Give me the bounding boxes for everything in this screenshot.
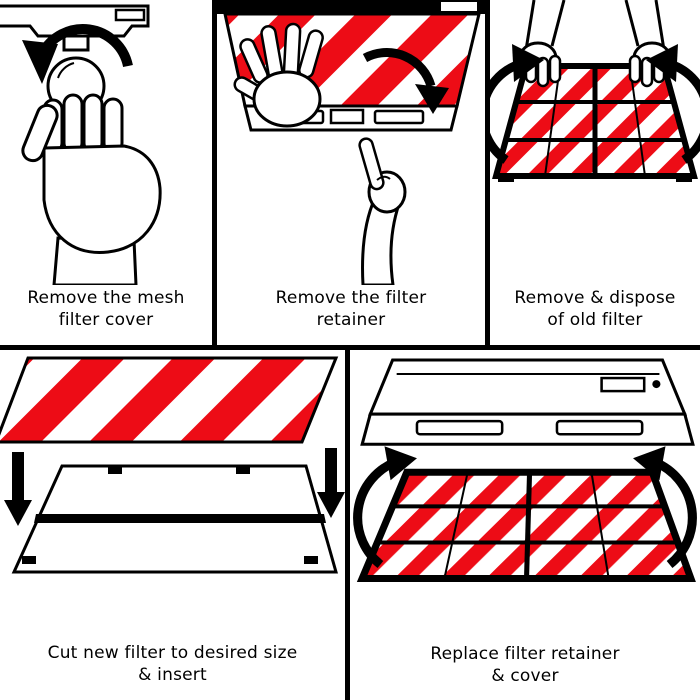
step-1-panel: Remove the mesh filter cover xyxy=(0,0,212,345)
step-1-caption: Remove the mesh filter cover xyxy=(27,288,185,331)
step-4-panel: Cut new filter to desired size & insert xyxy=(0,350,345,700)
empty-filter-frame xyxy=(11,464,338,574)
lift-arrow-left-icon xyxy=(490,44,544,164)
hood-underside-band xyxy=(360,412,695,446)
replace-arrow-left-icon xyxy=(353,446,417,569)
insert-arrow-right-icon xyxy=(317,448,345,518)
rotate-arrow-icon xyxy=(22,24,133,84)
left-arm-and-hand xyxy=(518,0,566,88)
step-5-caption: Replace filter retainer & cover xyxy=(430,643,620,686)
right-arm-and-hand xyxy=(624,0,672,88)
step-5-illustration xyxy=(350,350,700,641)
step-4-caption: Cut new filter to desired size & insert xyxy=(47,643,298,686)
step-1-illustration xyxy=(0,0,212,285)
old-filter-grid xyxy=(492,63,698,182)
replace-arrow-right-icon xyxy=(633,446,697,569)
open-hand xyxy=(233,22,324,128)
control-button-dot xyxy=(652,380,661,389)
replacement-filter-grid xyxy=(356,468,696,583)
hand-gripping-knob xyxy=(21,93,162,285)
lift-arrow-right-icon xyxy=(646,44,700,164)
step-4-illustration xyxy=(0,350,345,640)
step-3-illustration xyxy=(490,0,700,285)
step-2-panel: Remove the filter retainer xyxy=(217,0,485,345)
hood-underside xyxy=(217,0,485,14)
new-filter-sheet xyxy=(0,356,339,444)
insert-arrow-left-icon xyxy=(4,452,32,526)
step-5-panel: Replace filter retainer & cover xyxy=(350,350,700,700)
hood-bottom-edge xyxy=(0,4,150,38)
step-3-panel: Remove & dispose of old filter xyxy=(490,0,700,345)
pointing-hand xyxy=(358,137,407,285)
range-hood-body xyxy=(368,358,688,416)
step-3-caption: Remove & dispose of old filter xyxy=(514,288,676,331)
swing-down-arrow-icon xyxy=(362,48,449,114)
top-row: Remove the mesh filter cover xyxy=(0,0,700,345)
step-2-illustration xyxy=(217,0,485,285)
knob-stem xyxy=(62,34,90,52)
bottom-row: Cut new filter to desired size & insert xyxy=(0,350,700,700)
step-2-caption: Remove the filter retainer xyxy=(275,288,427,331)
